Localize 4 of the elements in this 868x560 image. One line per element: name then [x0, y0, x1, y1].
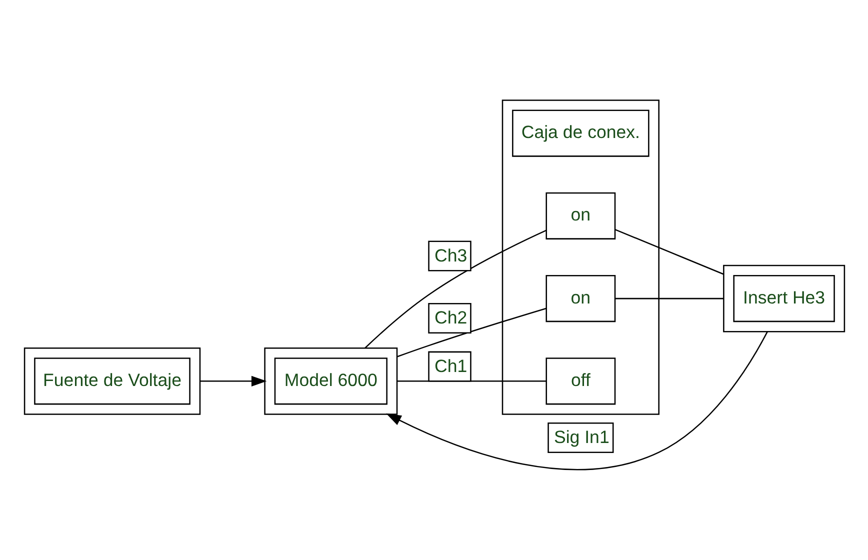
- edge-label: Ch2: [434, 308, 467, 328]
- edge-label: Ch1: [434, 356, 467, 376]
- edge-label: Sig In1: [553, 427, 609, 448]
- edge-label: Ch3: [434, 245, 467, 266]
